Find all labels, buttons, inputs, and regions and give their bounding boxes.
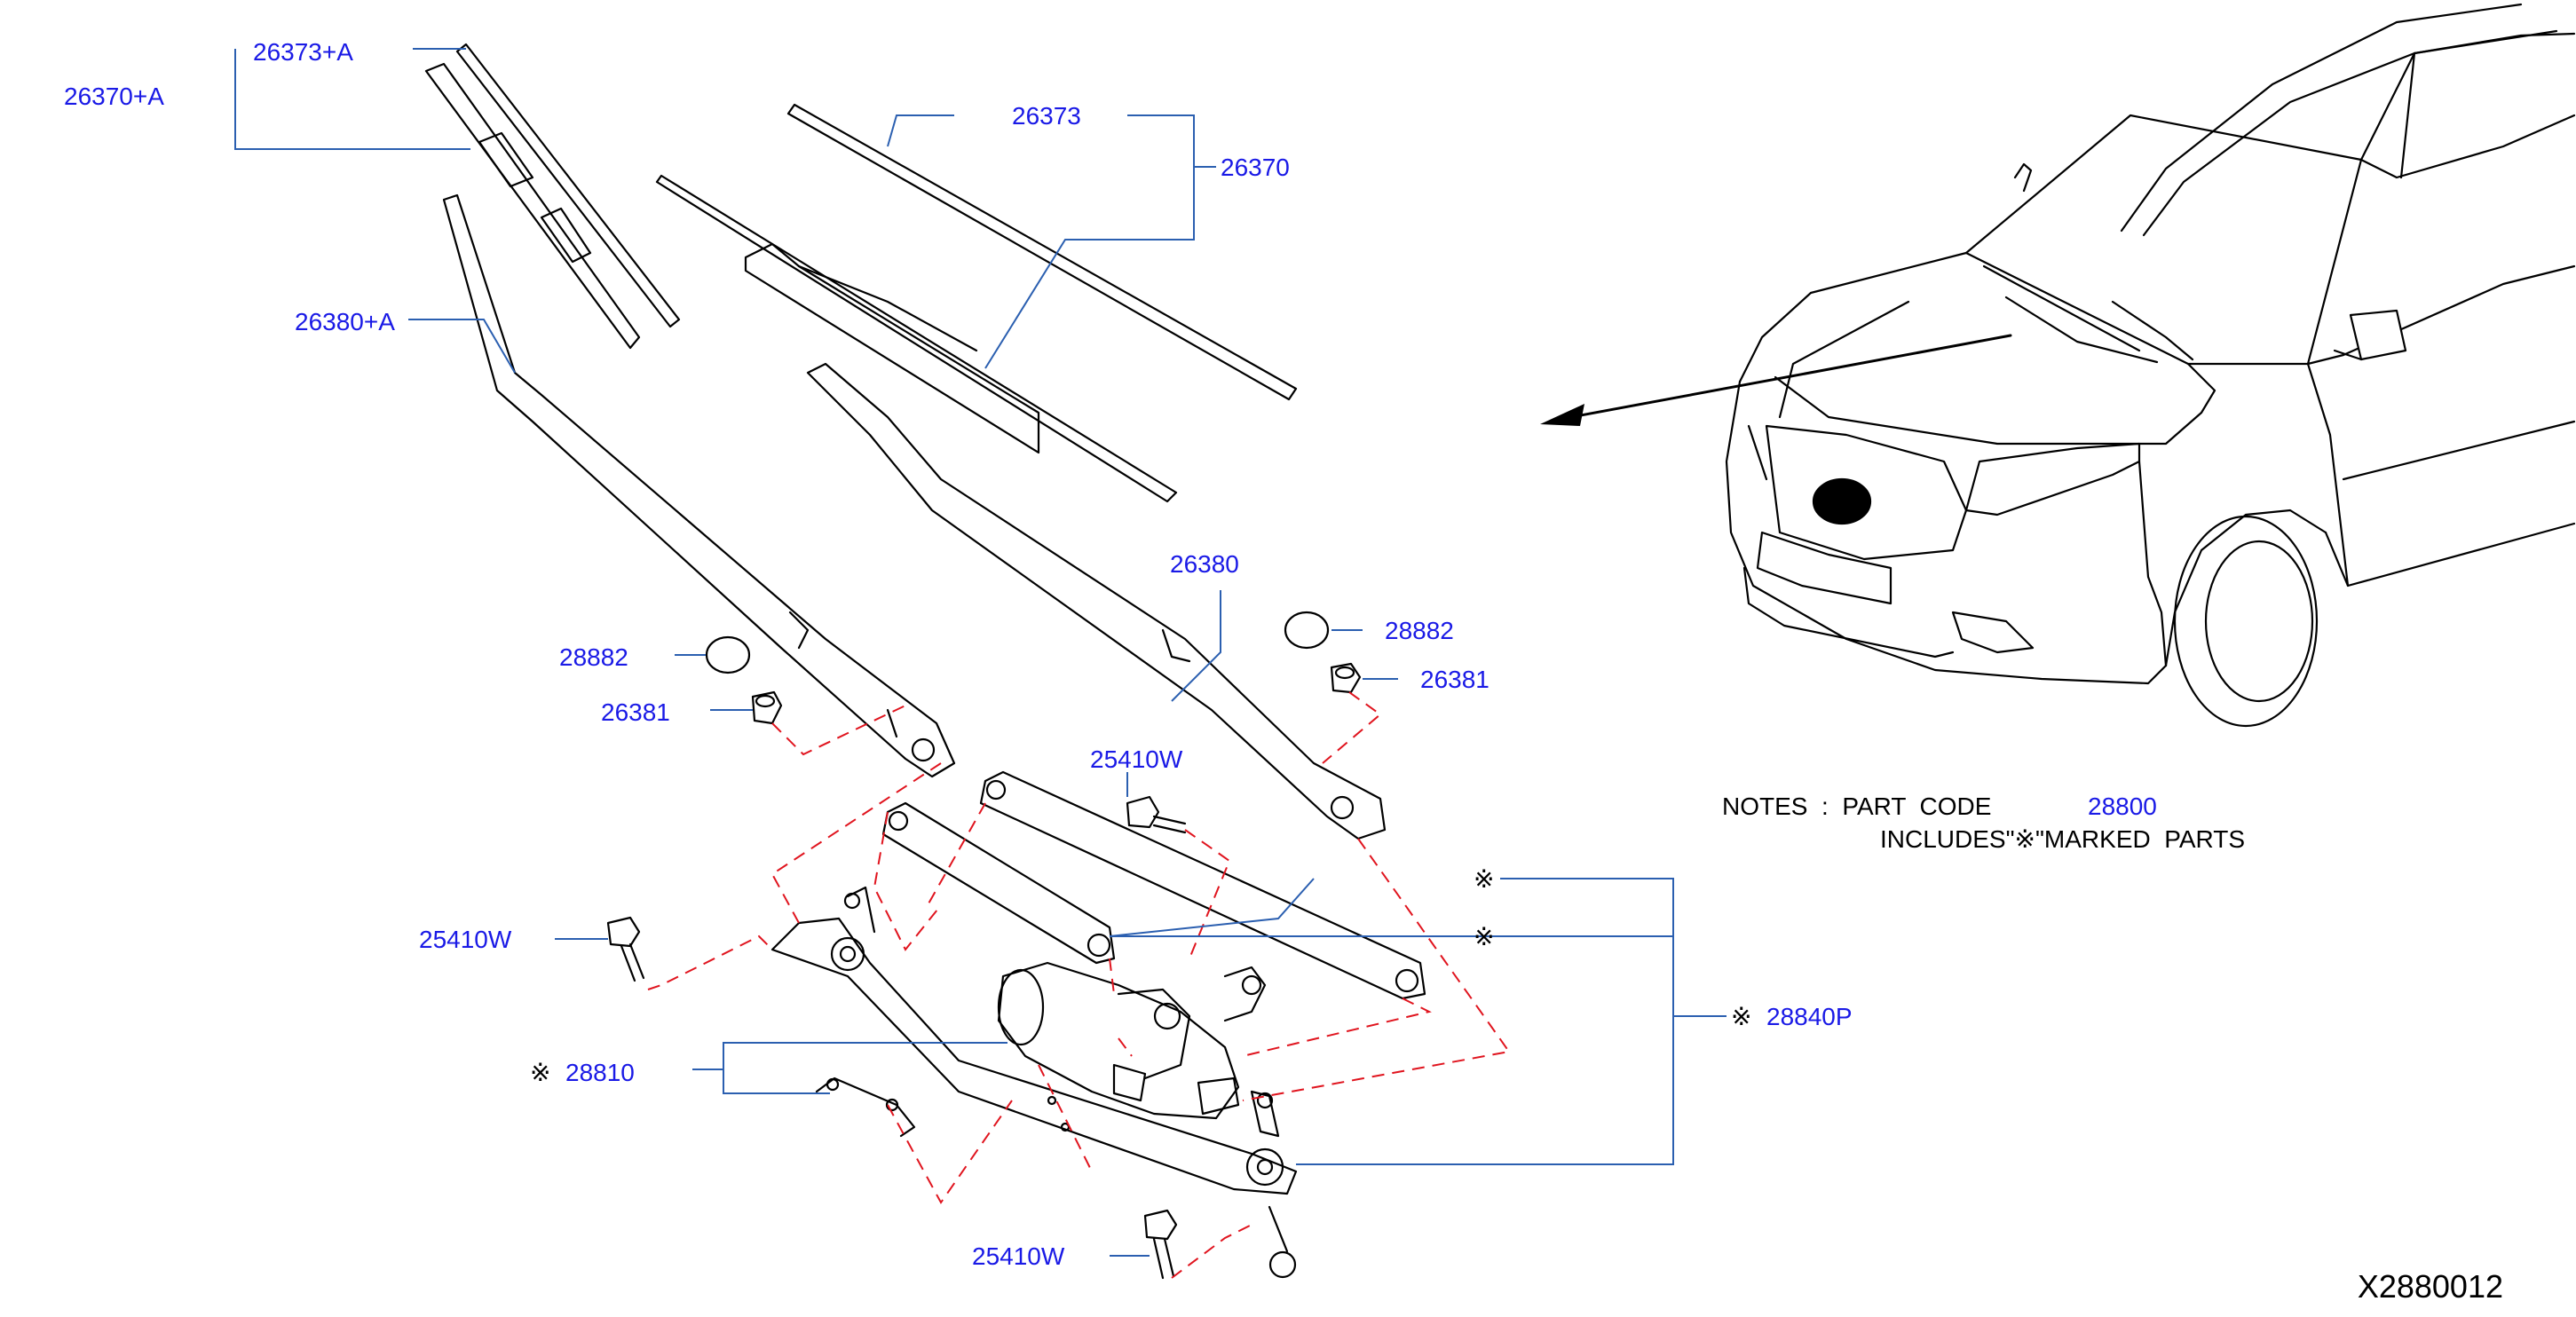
wiper-motor: [997, 961, 1267, 1120]
mark-link-lower: ※: [1474, 923, 1494, 950]
figure-id: X2880012: [2358, 1268, 2503, 1305]
left-cap: [705, 635, 751, 674]
label-26370: 26370: [1221, 154, 1290, 181]
right-wiper-arm: [806, 362, 1387, 840]
label-25410w-top: 25410W: [1090, 745, 1183, 773]
label-28840p: 28840P: [1766, 1003, 1853, 1030]
assembly-dashed-lines: [647, 691, 1511, 1279]
label-26373-a: 26373+A: [253, 38, 353, 66]
notes-line2: INCLUDES"※"MARKED PARTS: [1880, 825, 2245, 853]
label-26381-left: 26381: [601, 698, 670, 726]
left-wiper-arm: [442, 193, 956, 778]
right-wiper-blade: [655, 174, 1178, 503]
notes-part-code: 28800: [2088, 793, 2157, 820]
car-illustration: [1540, 3, 2576, 728]
label-28882-left: 28882: [559, 643, 628, 671]
label-26381-right: 26381: [1420, 666, 1489, 693]
mark-28810: ※: [530, 1059, 550, 1086]
wiper-frame: [770, 886, 1298, 1279]
mark-link-upper: ※: [1474, 865, 1494, 893]
link-rod-lower: [881, 801, 1116, 965]
label-25410w-left: 25410W: [419, 926, 512, 953]
left-nut: [751, 690, 783, 725]
link-rod-upper: [979, 770, 1426, 1000]
left-blade-refill: [455, 43, 681, 328]
right-cap: [1284, 611, 1330, 650]
label-26380-a: 26380+A: [295, 308, 395, 335]
label-26380: 26380: [1170, 550, 1239, 578]
notes-line1: NOTES : PART CODE: [1722, 793, 1991, 820]
right-nut: [1330, 662, 1362, 694]
label-28810: 28810: [565, 1059, 635, 1086]
left-wiper-blade: [424, 62, 641, 350]
label-26373: 26373: [1012, 102, 1081, 130]
bolt-left: [606, 916, 645, 982]
label-26370-a: 26370+A: [64, 83, 164, 110]
bolt-top: [1126, 795, 1187, 834]
mark-28840p: ※: [1731, 1003, 1751, 1030]
bolt-bottom: [1143, 1209, 1178, 1280]
label-25410w-bottom: 25410W: [972, 1242, 1065, 1270]
leader-lines: [234, 48, 1727, 1257]
right-blade-refill: [786, 103, 1298, 401]
label-28882-right: 28882: [1385, 617, 1454, 644]
